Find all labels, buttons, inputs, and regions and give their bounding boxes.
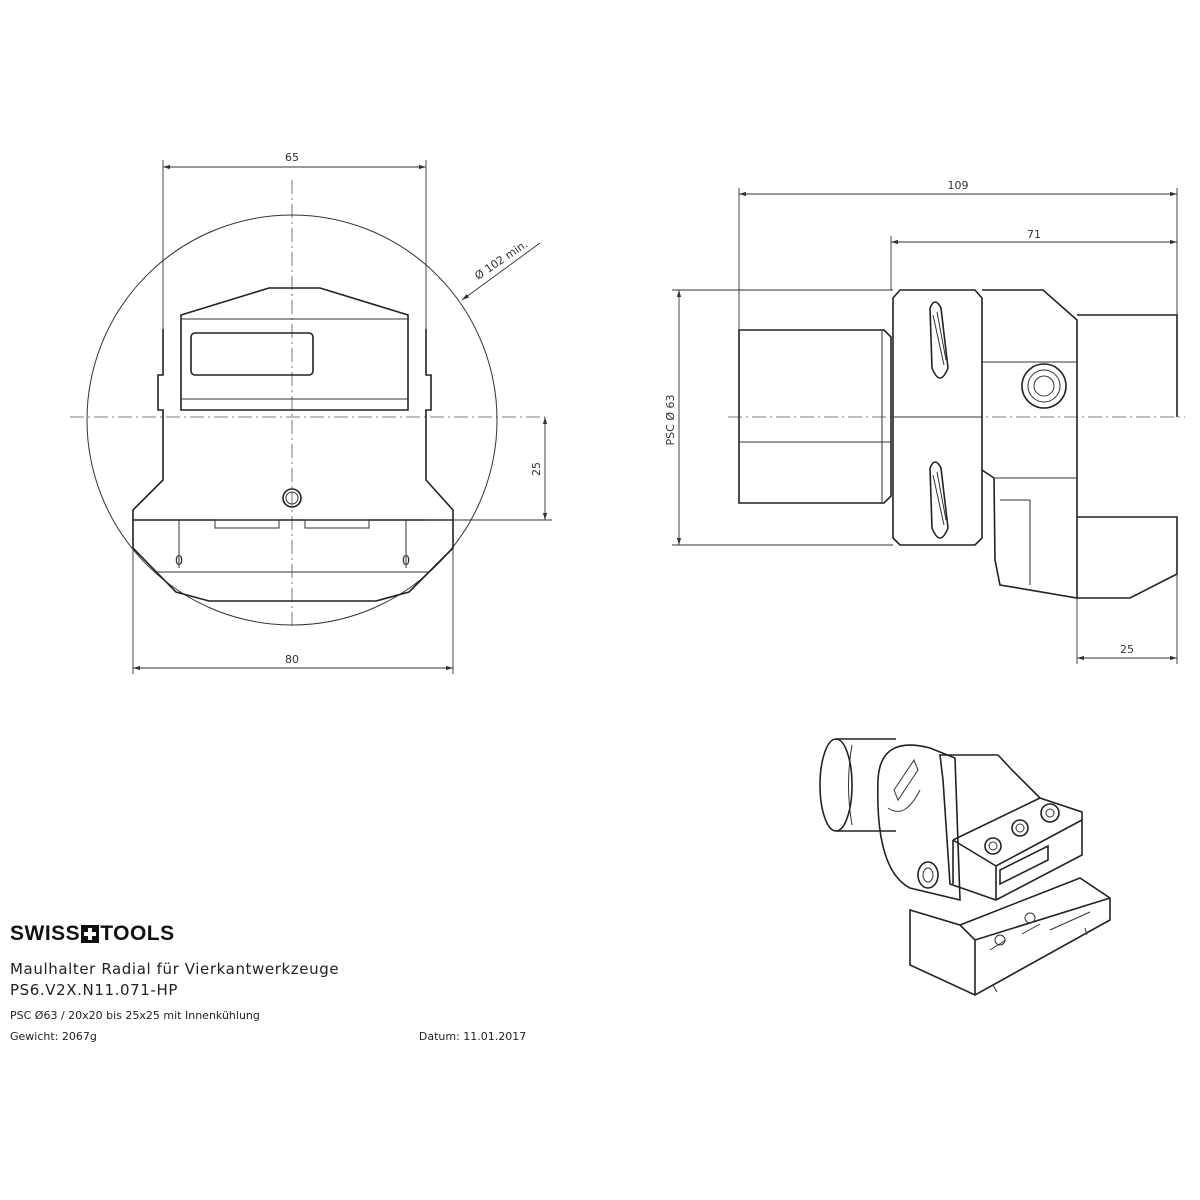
iso-head-block [939, 754, 1083, 901]
front-window [190, 332, 314, 376]
brand-logo: SWISS TOOLS [10, 922, 570, 946]
dim-bottom: 25 [1120, 643, 1134, 656]
side-head [981, 289, 1078, 599]
title-block: SWISS TOOLS Maulhalter Radial für Vierka… [10, 922, 570, 1043]
front-head-top [180, 287, 409, 411]
coolant-screw-icon [282, 488, 302, 508]
dim-head: 71 [1027, 228, 1041, 241]
dim-total: 109 [948, 179, 969, 192]
drawing-title: Maulhalter Radial für Vierkantwerkzeuge [10, 960, 340, 978]
part-weight: Gewicht: 2067g [10, 1030, 97, 1043]
isometric-view [819, 738, 1111, 996]
iso-coolant-port-icon [917, 861, 939, 889]
swiss-cross-icon [81, 925, 100, 943]
mark-right: 0 [402, 554, 410, 569]
part-description: PSC Ø63 / 20x20 bis 25x25 mit Innenkühlu… [10, 1009, 260, 1022]
clearance-circle [86, 214, 498, 626]
dim-width-top: 65 [285, 151, 299, 164]
iso-jaw [909, 877, 1111, 996]
drawing-date: Datum: 11.01.2017 [418, 1030, 527, 1043]
flange-slot-lower-icon [929, 461, 949, 539]
iso-screw-2-icon [1011, 819, 1029, 837]
side-tool-bar [1077, 314, 1178, 599]
dim-circle: Ø 102 min. [472, 238, 530, 283]
brand-right: TOOLS [100, 922, 175, 945]
side-flange [892, 289, 983, 546]
dim-width-bottom: 80 [285, 653, 299, 666]
dim-diameter: PSC Ø 63 [664, 395, 677, 446]
brand-left: SWISS [10, 922, 81, 945]
iso-window [999, 844, 1049, 886]
side-view: 109 71 PSC Ø 63 25 [664, 179, 1185, 664]
mark-left: 0 [175, 554, 183, 569]
flange-slot-upper-icon [929, 301, 949, 379]
side-shank [738, 329, 892, 504]
iso-screw-1-icon [984, 837, 1002, 855]
iso-screw-3-icon [1040, 803, 1060, 823]
front-view: 0 0 65 Ø 102 min. 25 80 [70, 151, 552, 674]
dim-leader-circle [461, 242, 541, 301]
iso-flange [876, 744, 961, 902]
part-number: PS6.V2X.N11.071-HP [10, 981, 178, 999]
iso-shank-face [819, 738, 853, 832]
coolant-port-icon [1021, 363, 1067, 409]
front-body-outline [132, 329, 454, 602]
dim-height: 25 [530, 462, 543, 476]
